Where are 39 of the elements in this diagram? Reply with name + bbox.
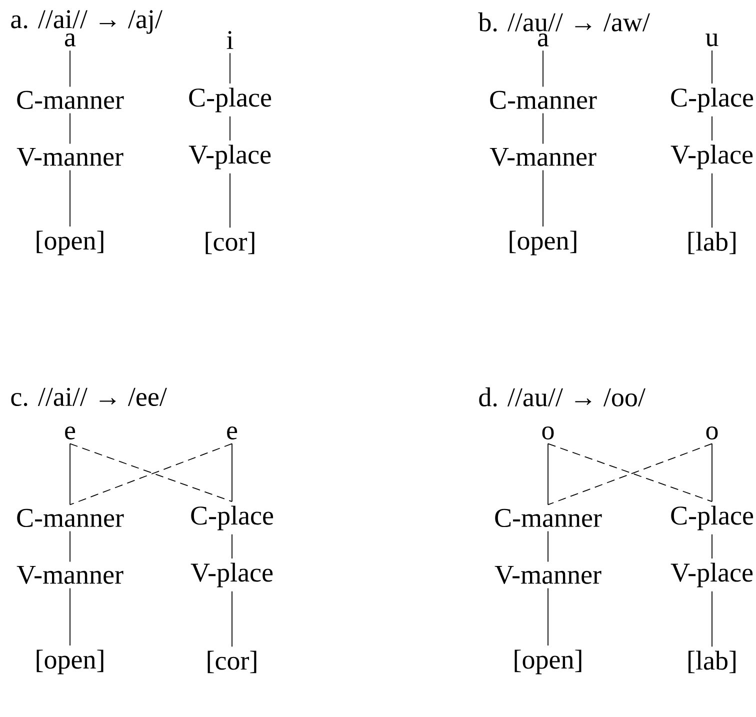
panel-heading: b. //au// → /aw/ bbox=[478, 12, 650, 32]
feature-label: u bbox=[706, 34, 718, 46]
feature-label: e bbox=[227, 426, 238, 440]
feature-label: V-place bbox=[670, 562, 753, 588]
panel-heading: d. //au// → /oo/ bbox=[479, 387, 646, 407]
feature-label: a bbox=[538, 34, 549, 46]
feature-label: C-manner bbox=[17, 90, 124, 110]
feature-label: C-manner bbox=[495, 508, 602, 528]
feature-label: [open] bbox=[510, 230, 576, 256]
feature-label: C-manner bbox=[17, 508, 124, 528]
feature-label: C-place bbox=[189, 88, 272, 112]
feature-label: a bbox=[64, 34, 76, 46]
feature-label: [open] bbox=[514, 650, 582, 674]
panel-heading: c. //ai// → /ee/ bbox=[11, 388, 167, 406]
feature-label: e bbox=[65, 426, 76, 440]
feature-label: V-manner bbox=[494, 566, 602, 584]
feature-label: V-manner bbox=[490, 148, 596, 166]
feature-label: [lab] bbox=[688, 650, 736, 674]
association-line bbox=[542, 170, 544, 227]
feature-label: o bbox=[706, 426, 718, 440]
feature-label: [open] bbox=[36, 230, 104, 256]
feature-label: [lab] bbox=[688, 232, 736, 254]
feature-label: V-manner bbox=[16, 148, 124, 166]
feature-label: [open] bbox=[36, 650, 104, 674]
feature-label: C-place bbox=[671, 506, 754, 530]
feature-label: C-place bbox=[191, 506, 274, 530]
feature-label: [cor] bbox=[206, 232, 254, 254]
feature-label: [cor] bbox=[208, 650, 256, 674]
feature-label: C-place bbox=[671, 88, 754, 112]
feature-label: V-place bbox=[190, 562, 273, 588]
feature-label: i bbox=[226, 31, 234, 49]
association-line bbox=[542, 112, 544, 144]
feature-label: C-manner bbox=[490, 90, 597, 110]
feature-label: V-place bbox=[188, 144, 271, 170]
feature-label: o bbox=[542, 426, 554, 440]
panel-heading: a. //ai// → /aj/ bbox=[11, 10, 162, 34]
feature-label: V-manner bbox=[16, 566, 124, 584]
association-line bbox=[542, 50, 544, 88]
feature-label: V-place bbox=[670, 144, 753, 170]
